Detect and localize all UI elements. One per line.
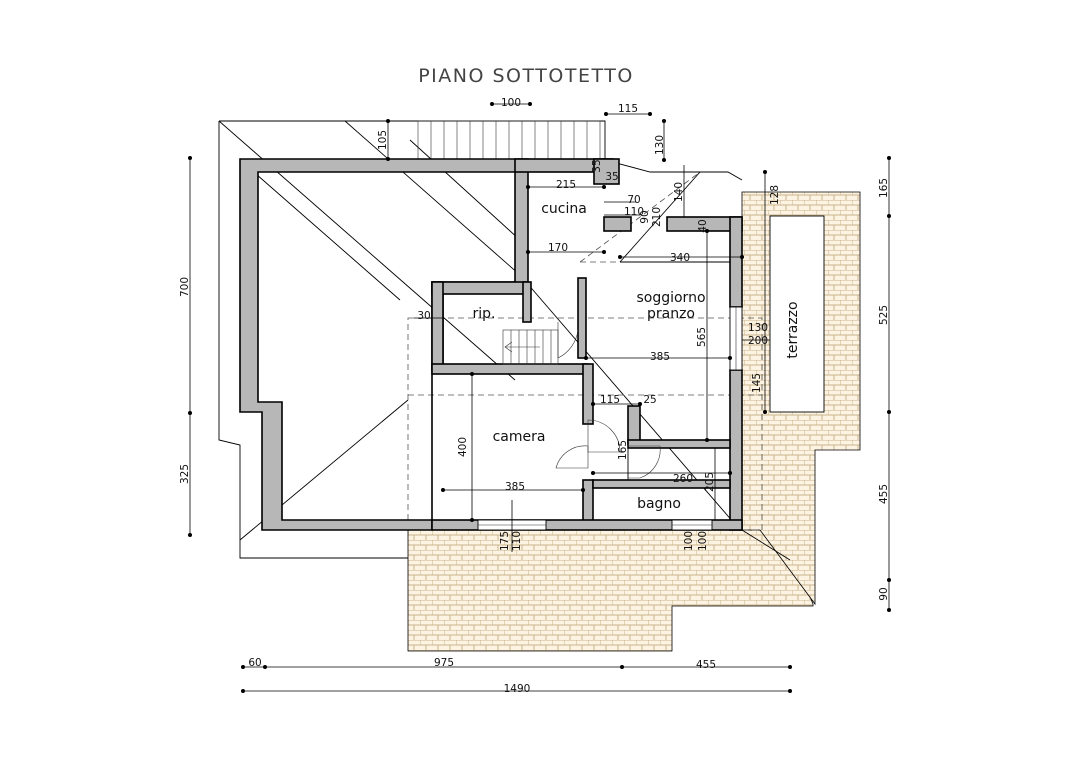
room-label-bagno: bagno (637, 496, 681, 512)
dim-130-right: 130 (748, 322, 768, 334)
left-dimensions: 700 325 (179, 156, 192, 537)
dim-100-b: 100 (697, 531, 709, 551)
dimension-dots (386, 102, 767, 522)
dim-top-115: 115 (618, 103, 638, 115)
dim-260: 260 (673, 473, 693, 485)
room-label-terrazzo: terrazzo (785, 301, 801, 358)
dim-right-165: 165 (878, 178, 890, 198)
dim-385-b: 385 (505, 481, 525, 493)
stairs-rip (502, 329, 559, 365)
dim-110: 110 (624, 206, 644, 218)
plan-title: PIANO SOTTOTETTO (418, 65, 634, 87)
room-label-soggiorno: soggiorno (636, 290, 705, 306)
dim-210: 210 (651, 207, 663, 227)
dim-175: 175 (499, 531, 511, 551)
dim-128: 128 (769, 185, 781, 205)
dim-200: 200 (748, 335, 768, 347)
dim-70: 70 (627, 194, 640, 206)
dim-bottom-975: 975 (434, 657, 454, 669)
dim-right-90: 90 (878, 587, 890, 600)
dim-340: 340 (670, 252, 690, 264)
interior-dimension-lines (387, 103, 770, 552)
terrazzo-inner (769, 215, 825, 413)
doors (555, 322, 661, 479)
dim-90: 90 (639, 210, 651, 223)
dim-215: 215 (556, 179, 576, 191)
room-label-rip: rip. (473, 306, 496, 322)
dim-top-130: 130 (654, 135, 666, 155)
dim-left-325: 325 (179, 464, 191, 484)
dim-385-a: 385 (650, 351, 670, 363)
dim-400: 400 (457, 437, 469, 457)
dim-bottom-1490: 1490 (504, 683, 531, 695)
dim-565: 565 (696, 327, 708, 347)
bottom-dimensions: 60 975 455 1490 (241, 657, 792, 695)
interior-dimension-labels: 100 115 130 105 35 35 215 70 110 90 210 … (377, 97, 781, 551)
dim-30: 30 (417, 310, 430, 322)
dim-right-525: 525 (878, 305, 890, 325)
dim-35a: 35 (591, 159, 603, 172)
dim-right-455: 455 (878, 484, 890, 504)
dim-110-b: 110 (511, 531, 523, 551)
dim-35b: 35 (605, 171, 618, 183)
stairs-top (417, 120, 601, 160)
dim-205: 205 (704, 472, 716, 492)
dim-115-mid: 115 (600, 394, 620, 406)
dim-40: 40 (697, 219, 709, 232)
terrace-tiles-bottom (407, 529, 814, 652)
dim-top-100: 100 (501, 97, 521, 109)
dim-bottom-60: 60 (248, 657, 261, 669)
dim-165-mid: 165 (617, 440, 629, 460)
dim-25: 25 (643, 394, 656, 406)
dim-left-700: 700 (179, 277, 191, 297)
dim-top-105: 105 (377, 130, 389, 150)
walls (239, 158, 743, 531)
dim-100-a: 100 (683, 531, 695, 551)
room-label-pranzo: pranzo (647, 306, 695, 322)
dim-bottom-455: 455 (696, 659, 716, 671)
room-label-camera: camera (493, 429, 546, 445)
dim-170: 170 (548, 242, 568, 254)
dim-140: 140 (673, 182, 685, 202)
dim-145: 145 (751, 373, 763, 393)
room-label-cucina: cucina (541, 201, 587, 217)
right-dimensions: 165 525 455 90 (878, 156, 891, 612)
